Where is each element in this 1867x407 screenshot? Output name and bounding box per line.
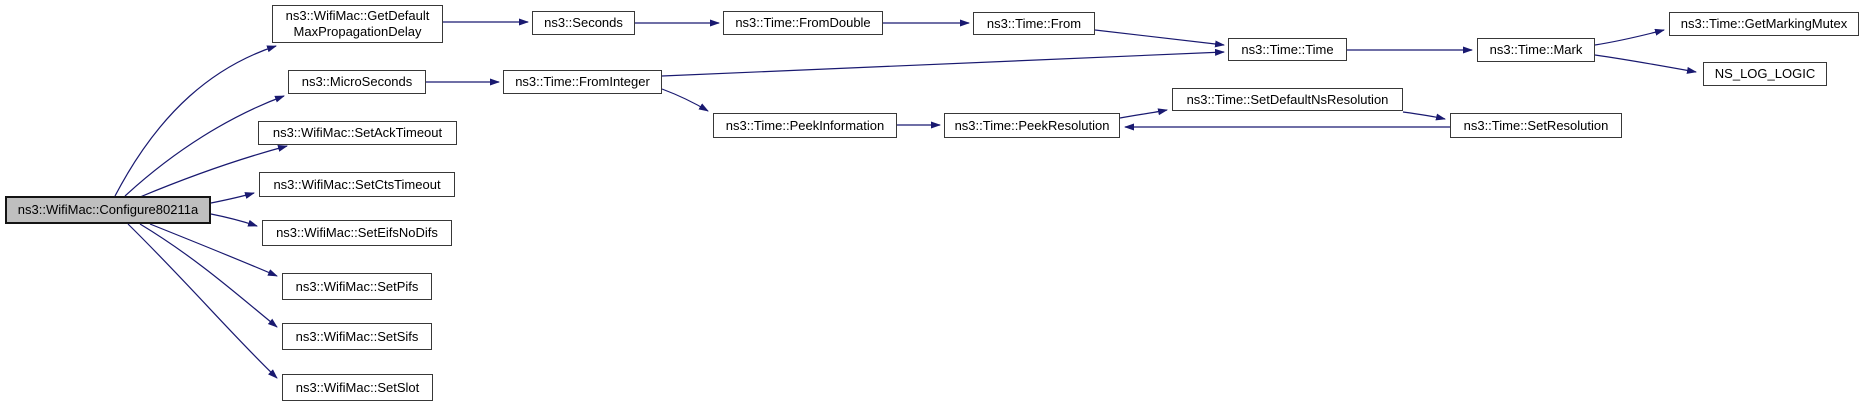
node-seconds[interactable]: ns3::Seconds <box>532 11 635 35</box>
edge-configure80211a-to-set-sifs <box>139 223 278 328</box>
edge-configure80211a-to-set-eifs-no-difs <box>210 213 258 227</box>
node-set-sifs[interactable]: ns3::WifiMac::SetSifs <box>282 323 432 350</box>
node-mark[interactable]: ns3::Time::Mark <box>1477 38 1595 62</box>
edge-from-integer-to-time <box>661 48 1225 77</box>
node-set-default-ns-resolution[interactable]: ns3::Time::SetDefaultNsResolution <box>1172 88 1403 111</box>
node-get-default-max-propagation-delay[interactable]: ns3::WifiMac::GetDefault MaxPropagationD… <box>272 5 443 43</box>
edge-peek-resolution-to-set-default-ns-resolution <box>1119 108 1168 119</box>
edge-from-to-time <box>1094 29 1225 48</box>
node-set-cts-timeout[interactable]: ns3::WifiMac::SetCtsTimeout <box>259 172 455 197</box>
node-from[interactable]: ns3::Time::From <box>973 12 1095 35</box>
edge-configure80211a-to-set-slot <box>127 223 278 379</box>
node-set-resolution[interactable]: ns3::Time::SetResolution <box>1450 113 1622 138</box>
node-set-eifs-no-difs[interactable]: ns3::WifiMac::SetEifsNoDifs <box>262 220 452 246</box>
node-set-slot[interactable]: ns3::WifiMac::SetSlot <box>282 374 433 401</box>
edge-set-default-ns-resolution-to-set-resolution <box>1402 111 1446 121</box>
node-set-pifs[interactable]: ns3::WifiMac::SetPifs <box>282 273 432 300</box>
edge-configure80211a-to-set-pifs <box>149 223 278 277</box>
node-micro-seconds[interactable]: ns3::MicroSeconds <box>288 70 426 94</box>
edge-configure80211a-to-get-default-max-propagation-delay <box>114 45 277 197</box>
edge-mark-to-get-marking-mutex <box>1594 28 1665 46</box>
edge-from-integer-to-peek-information <box>661 88 709 112</box>
node-set-ack-timeout[interactable]: ns3::WifiMac::SetAckTimeout <box>258 121 457 145</box>
node-from-double[interactable]: ns3::Time::FromDouble <box>723 11 883 35</box>
node-from-integer[interactable]: ns3::Time::FromInteger <box>503 70 662 94</box>
node-configure80211a: ns3::WifiMac::Configure80211a <box>5 196 211 224</box>
edge-mark-to-ns-log-logic <box>1594 54 1697 74</box>
node-time[interactable]: ns3::Time::Time <box>1228 38 1347 61</box>
node-peek-resolution[interactable]: ns3::Time::PeekResolution <box>944 113 1120 138</box>
edge-configure80211a-to-set-cts-timeout <box>210 192 255 204</box>
node-get-marking-mutex[interactable]: ns3::Time::GetMarkingMutex <box>1669 12 1859 36</box>
node-peek-information[interactable]: ns3::Time::PeekInformation <box>713 113 897 138</box>
node-ns-log-logic[interactable]: NS_LOG_LOGIC <box>1703 62 1827 86</box>
